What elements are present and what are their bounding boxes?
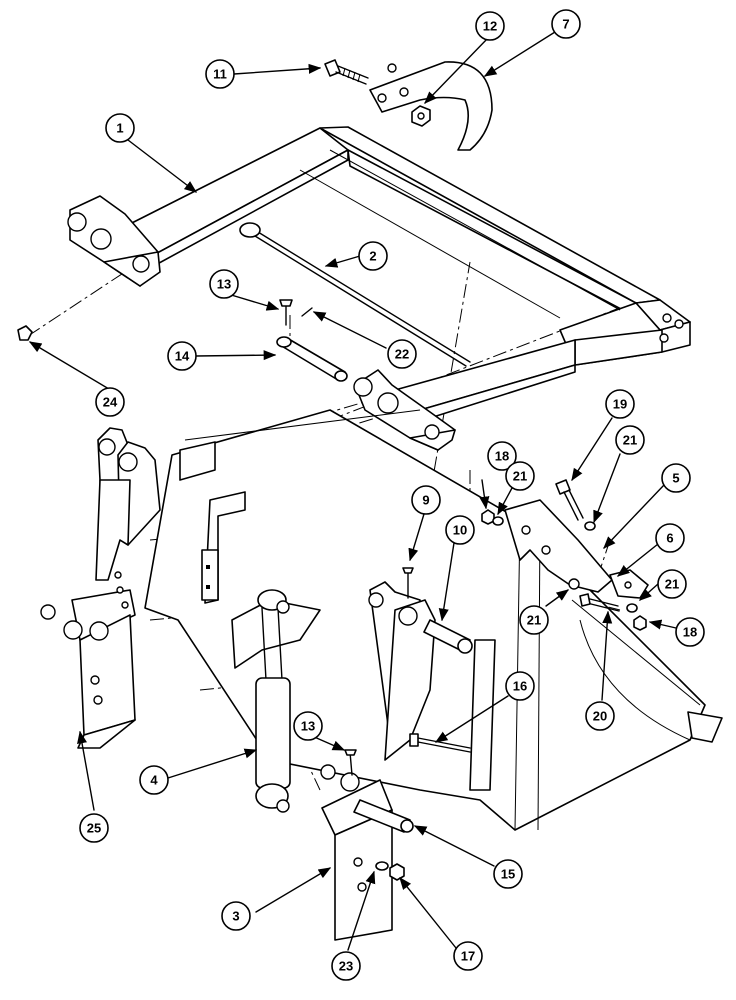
callout-21-a-label: 21: [513, 469, 527, 484]
callout-17-label: 17: [461, 949, 475, 964]
nut-part-12: [411, 105, 431, 127]
callout-2-label: 2: [369, 249, 376, 264]
callout-5-label: 5: [672, 471, 679, 486]
callout-1: 1: [105, 113, 135, 143]
callout-15: 15: [493, 859, 523, 889]
callout-23-label: 23: [339, 959, 353, 974]
callout-10: 10: [445, 515, 475, 545]
callout-11-label: 11: [213, 67, 227, 82]
bolt-part-20: [579, 593, 620, 612]
callout-16: 16: [505, 671, 535, 701]
callout-21-b-label: 21: [623, 433, 637, 448]
main-frame: [67, 126, 691, 451]
callout-21-b: 21: [615, 425, 645, 455]
callout-4: 4: [139, 765, 169, 795]
callout-24-label: 24: [103, 395, 118, 410]
hydraulic-cylinder-part-4: [255, 589, 291, 813]
bracket-part-5: [504, 499, 613, 593]
callout-17: 17: [453, 941, 483, 971]
callout-9: 9: [411, 485, 441, 515]
callout-13-lower: 13: [293, 711, 323, 741]
callout-19-label: 19: [613, 397, 627, 412]
callout-10-label: 10: [453, 523, 467, 538]
callout-2: 2: [358, 241, 388, 271]
shank-part-7: [369, 61, 493, 151]
callout-7-label: 7: [562, 17, 569, 32]
pin-part-9: [402, 567, 414, 599]
callout-18-lower-label: 18: [683, 625, 697, 640]
callout-18-upper: 18: [487, 441, 517, 471]
callout-23: 23: [331, 951, 361, 981]
callout-7: 7: [551, 9, 581, 39]
callout-21-c: 21: [519, 605, 549, 635]
callout-1-label: 1: [116, 121, 123, 136]
center-arm-part-3: [320, 581, 473, 941]
callout-6-label: 6: [666, 531, 673, 546]
bolt-part-19: [555, 479, 584, 521]
callout-20: 20: [585, 701, 615, 731]
callout-13-upper-label: 13: [217, 277, 231, 292]
callout-18-upper-label: 18: [495, 449, 509, 464]
callout-12: 12: [475, 11, 505, 41]
callout-22: 22: [387, 339, 417, 369]
bracket-part-6: [609, 569, 649, 599]
callout-14: 14: [167, 341, 197, 371]
grease-fitting-part-24: [17, 325, 33, 341]
callout-3-label: 3: [232, 909, 239, 924]
callout-25: 25: [79, 813, 109, 843]
callout-21-c-label: 21: [527, 613, 541, 628]
callout-21-a: 21: [505, 461, 535, 491]
callout-13-lower-label: 13: [301, 719, 315, 734]
callout-11: 11: [205, 59, 235, 89]
callout-5: 5: [661, 463, 691, 493]
callout-bubbles: 1 2 3 4 5 6 7 9 10 11 12 13 13 14 15 16 …: [79, 9, 705, 981]
callout-6: 6: [655, 523, 685, 553]
callout-15-label: 15: [501, 867, 515, 882]
callout-21-d: 21: [657, 569, 687, 599]
callout-14-label: 14: [175, 349, 190, 364]
callout-21-d-label: 21: [665, 577, 679, 592]
callout-4-label: 4: [150, 773, 158, 788]
pin-set-13-14-22: [276, 299, 348, 382]
callout-16-label: 16: [513, 679, 527, 694]
rod-part-2: [239, 222, 471, 367]
bolt-part-11: [324, 59, 369, 85]
callout-9-label: 9: [422, 493, 429, 508]
callout-3: 3: [221, 901, 251, 931]
callout-19: 19: [605, 389, 635, 419]
callout-22-label: 22: [395, 347, 409, 362]
arm-part-25: [40, 427, 161, 749]
side-plate-part-16: [409, 639, 496, 791]
nuts-washers-18-21: [481, 509, 647, 631]
leader-lines: [28, 31, 677, 951]
pin-part-13-lower: [344, 749, 357, 776]
callout-12-label: 12: [483, 19, 497, 34]
callout-18-lower: 18: [675, 617, 705, 647]
callout-24: 24: [95, 387, 125, 417]
callout-20-label: 20: [593, 709, 607, 724]
callout-25-label: 25: [87, 821, 101, 836]
callout-13-upper: 13: [209, 269, 239, 299]
washer-nut-23-17: [375, 861, 405, 881]
